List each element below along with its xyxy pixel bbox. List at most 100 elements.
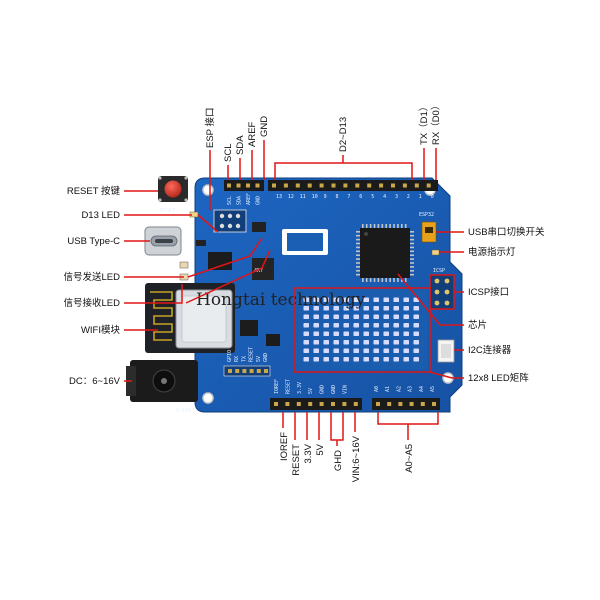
label-scl: SCL [223,144,234,162]
reset-button[interactable] [158,176,188,202]
matrix-led [343,297,349,302]
digital-pin [367,183,372,188]
matrix-led [313,306,319,311]
matrix-led [353,331,359,336]
matrix-led [313,348,319,353]
matrix-led [413,314,419,319]
matrix-led [373,323,379,328]
chip-pin [410,234,414,237]
matrix-led [363,340,369,345]
matrix-led [323,314,329,319]
chip-pin [356,250,360,253]
digital-pin [283,183,288,188]
silk-pin-label: 10 [312,194,318,200]
matrix-led [343,340,349,345]
chip-pin [410,242,414,245]
chip-pin [410,266,414,268]
matrix-led [333,357,339,362]
analog-pin [420,402,425,406]
matrix-led [343,314,349,319]
silk-inductor: 4R7 [254,268,263,274]
matrix-led [303,331,309,336]
silk-pin-label: SDA [237,196,243,205]
esp-header [213,209,247,233]
matrix-led [323,297,329,302]
chip-pin [356,234,360,237]
icsp-header [429,274,455,310]
matrix-led [343,306,349,311]
matrix-led [403,331,409,336]
silk-icsp: ICSP [433,268,445,274]
digital-pin [402,183,407,188]
silk-pin-label: A4 [419,386,425,392]
wifi-pin [242,369,247,373]
matrix-led [363,297,369,302]
digital-pin [255,183,260,188]
matrix-led [383,357,389,362]
silk-pin-label: RESET [285,379,291,394]
matrix-led [353,348,359,353]
tx-led [179,261,189,269]
silk-pin-label: 5 [371,194,374,200]
analog-pin [409,402,414,406]
matrix-led [353,340,359,345]
matrix-led [413,357,419,362]
dc-jack[interactable] [126,360,198,402]
chip-pin [356,254,360,256]
matrix-led [313,297,319,302]
matrix-led [333,331,339,336]
power-pin [319,402,324,406]
label-usb-serial-switch: USB串口切换开关 [468,226,545,238]
matrix-led [383,340,389,345]
power-led [431,249,440,256]
label-d2-d13: D2~D13 [338,117,349,152]
chip-pin [365,224,368,228]
wifi-module [145,283,235,353]
wifi-pin [256,369,261,373]
silk-pin-label: 8 [336,194,339,200]
chip-pin [410,246,414,249]
chip-pin [377,224,380,228]
silk-pin-label: AREF [246,193,252,205]
i2c-connector[interactable] [437,339,455,363]
silk-switch: ESP32 [419,212,434,218]
matrix-led [373,357,379,362]
silk-pin-label: A0 [374,386,380,392]
matrix-led [393,314,399,319]
watermark: Hongtai technology [196,290,366,310]
matrix-led [383,348,389,353]
usb-serial-switch[interactable] [421,221,437,243]
label-tx-led: 信号发送LED [64,271,121,283]
digital-pin [295,183,300,188]
matrix-led [383,306,389,311]
main-chip [356,224,414,282]
component [266,334,280,346]
label-vin: VIN:6~16V [351,435,362,482]
chip-pin [410,270,414,272]
matrix-led [303,348,309,353]
matrix-led [323,331,329,336]
chip-pin [356,231,360,233]
matrix-led [383,297,389,302]
component [240,320,258,336]
matrix-led [353,297,359,302]
matrix-led [313,331,319,336]
inductor [252,258,274,280]
silk-reset: RESET [160,208,175,214]
label-wifi-module: WIFI模块 [81,324,121,336]
digital-pin [426,183,431,188]
matrix-led [303,323,309,328]
matrix-led [333,306,339,311]
chip-pin [410,231,414,233]
chip-pin [373,224,376,228]
chip-pin [393,278,395,282]
digital-pin [379,183,384,188]
power-pin [296,402,301,406]
silk-pin-label: 12 [288,194,294,200]
chip-pin [410,238,414,241]
usb-type-c-port[interactable] [144,226,182,256]
